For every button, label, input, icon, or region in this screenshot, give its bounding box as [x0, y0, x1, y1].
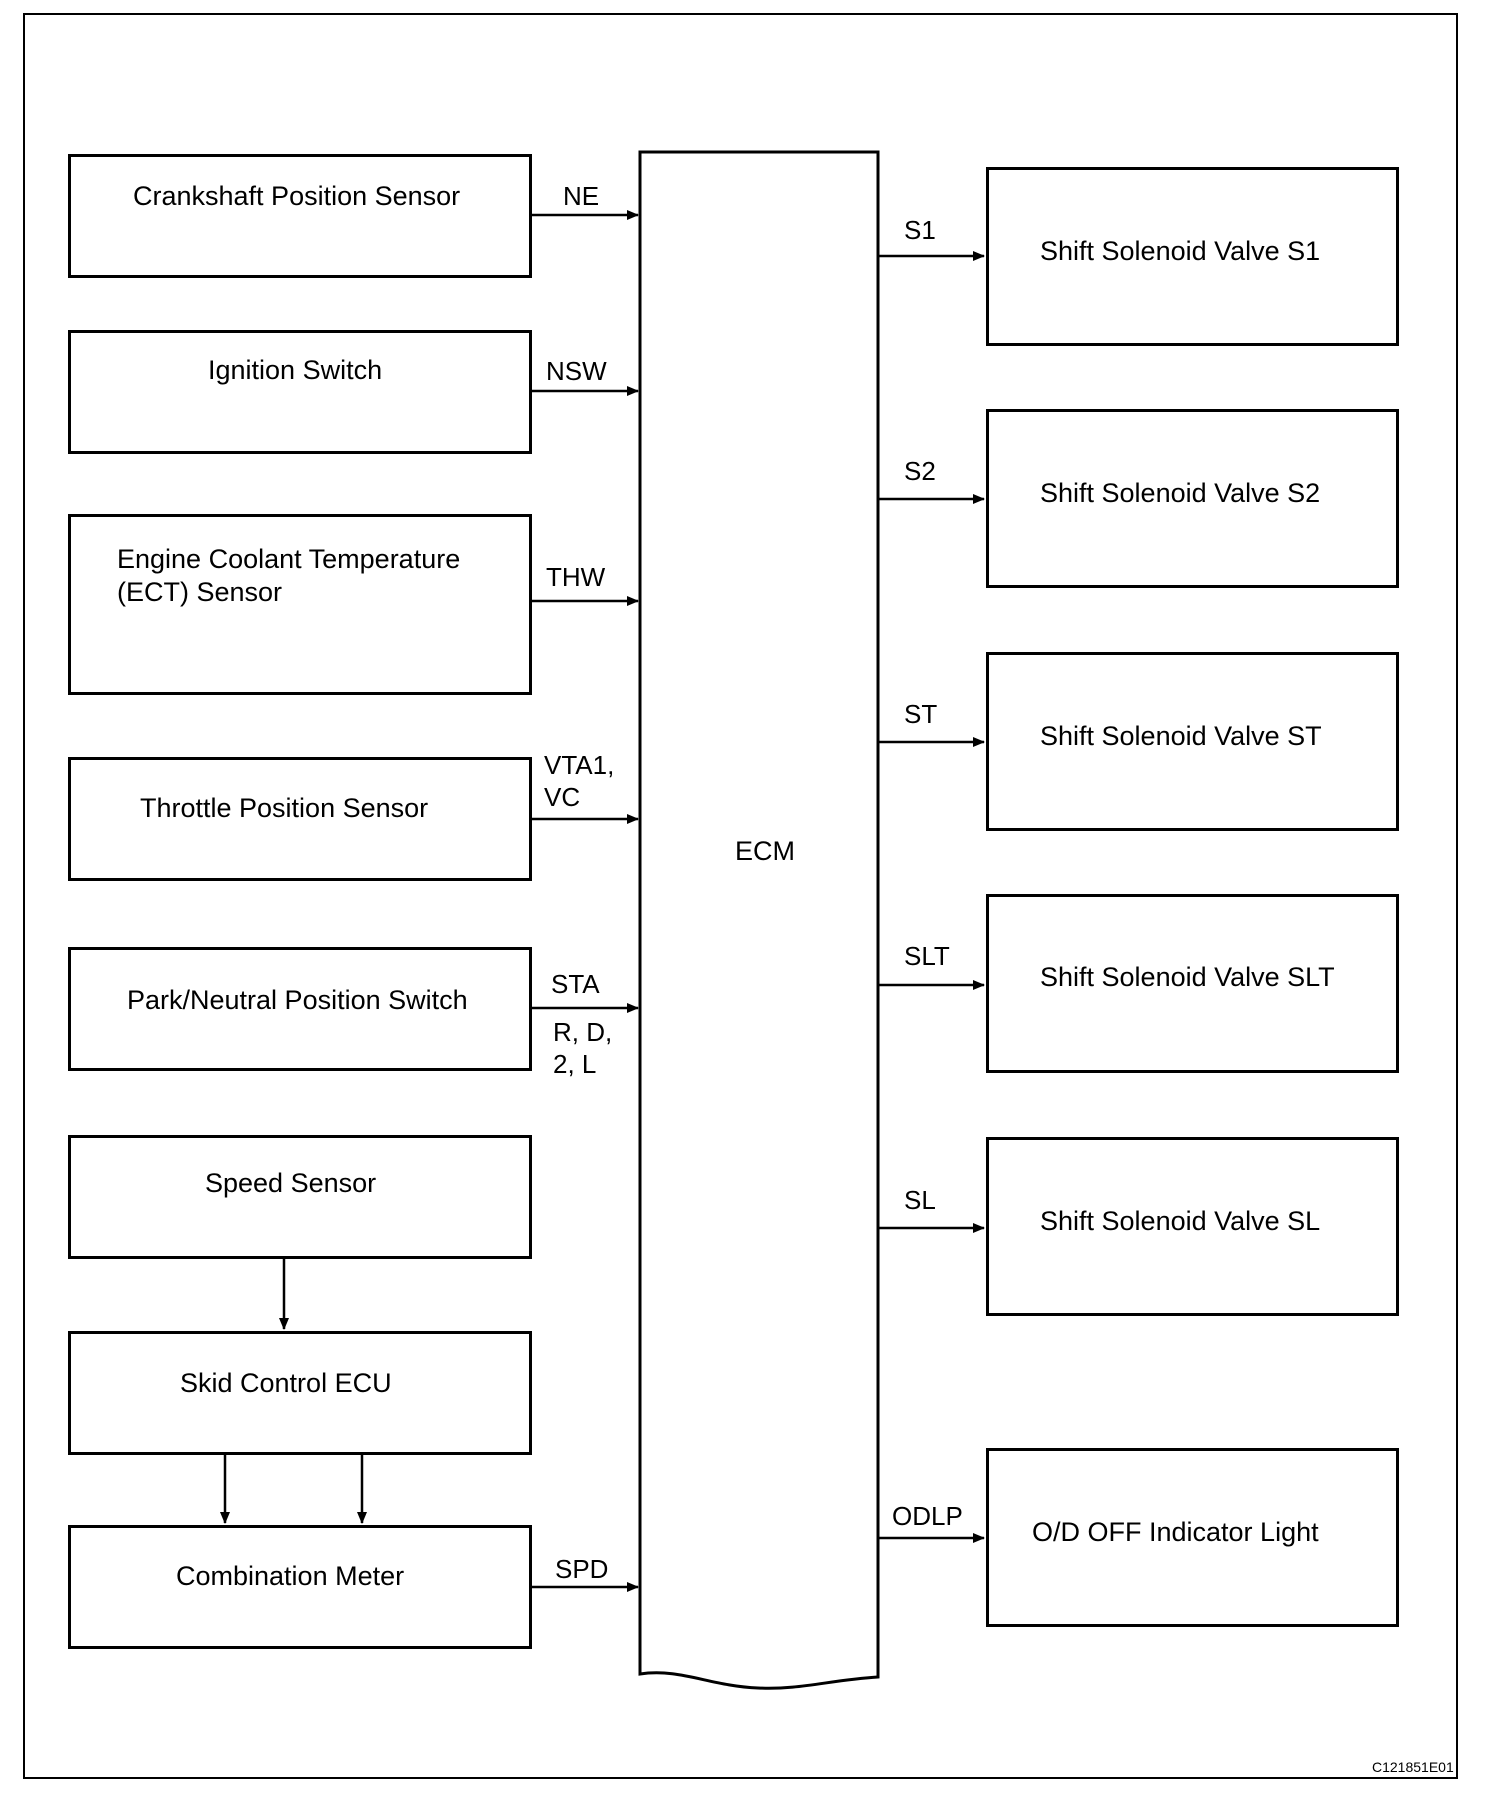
skid-control-ecu-label: Skid Control ECU	[180, 1368, 392, 1398]
shift-solenoid-s2-label: Shift Solenoid Valve S2	[1040, 478, 1321, 508]
shift-solenoid-slt-box	[986, 894, 1399, 1073]
ignition-switch-box	[68, 330, 532, 454]
spd-signal-label: SPD	[555, 1554, 609, 1584]
combination-meter-label: Combination Meter	[176, 1561, 405, 1591]
shift-solenoid-st-box	[986, 652, 1399, 831]
throttle-position-sensor-box	[68, 757, 532, 881]
shift-solenoid-s2-box	[986, 409, 1399, 588]
ect-sensor-label-line1: Engine Coolant Temperature	[117, 544, 461, 574]
slt-signal-label: SLT	[904, 941, 950, 971]
nsw-signal-label: NSW	[546, 356, 607, 386]
s2-signal-label: S2	[904, 456, 936, 486]
st-signal-label: ST	[904, 699, 938, 729]
ect-sensor-label-line2: (ECT) Sensor	[117, 577, 283, 607]
speed-sensor-label: Speed Sensor	[205, 1168, 377, 1198]
shift-solenoid-sl-label: Shift Solenoid Valve SL	[1040, 1206, 1321, 1236]
sl-signal-label: SL	[904, 1185, 936, 1215]
sta-signal-label: STA	[551, 969, 600, 999]
shift-solenoid-sl-box	[986, 1137, 1399, 1316]
ecm-block	[638, 150, 880, 1690]
shift-solenoid-s1-box	[986, 167, 1399, 346]
2l-signal-label: 2, L	[553, 1049, 597, 1079]
crankshaft-position-sensor-label: Crankshaft Position Sensor	[133, 181, 461, 211]
diagram-frame	[23, 13, 1458, 1779]
rd-signal-label: R, D,	[553, 1017, 613, 1047]
vta1-signal-label: VTA1,	[544, 750, 615, 780]
od-off-indicator-light-label: O/D OFF Indicator Light	[1032, 1517, 1319, 1547]
crankshaft-position-sensor-box	[68, 154, 532, 278]
throttle-position-sensor-label: Throttle Position Sensor	[140, 793, 429, 823]
combination-meter-box	[68, 1525, 532, 1649]
shift-solenoid-s1-label: Shift Solenoid Valve S1	[1040, 236, 1321, 266]
ignition-switch-label: Ignition Switch	[208, 355, 383, 385]
park-neutral-position-switch-box	[68, 947, 532, 1071]
thw-signal-label: THW	[546, 562, 606, 592]
shift-solenoid-slt-label: Shift Solenoid Valve SLT	[1040, 962, 1335, 992]
ne-signal-label: NE	[563, 181, 600, 211]
ect-sensor-box	[68, 514, 532, 695]
vc-signal-label: VC	[544, 782, 581, 812]
skid-control-ecu-box	[68, 1331, 532, 1455]
ecm-label: ECM	[735, 836, 795, 866]
speed-sensor-box	[68, 1135, 532, 1259]
od-off-indicator-light-box	[986, 1448, 1399, 1627]
odlp-signal-label: ODLP	[892, 1501, 963, 1531]
shift-solenoid-st-label: Shift Solenoid Valve ST	[1040, 721, 1322, 751]
figure-code: C121851E01	[1372, 1759, 1454, 1775]
s1-signal-label: S1	[904, 215, 936, 245]
park-neutral-position-switch-label: Park/Neutral Position Switch	[127, 985, 468, 1015]
